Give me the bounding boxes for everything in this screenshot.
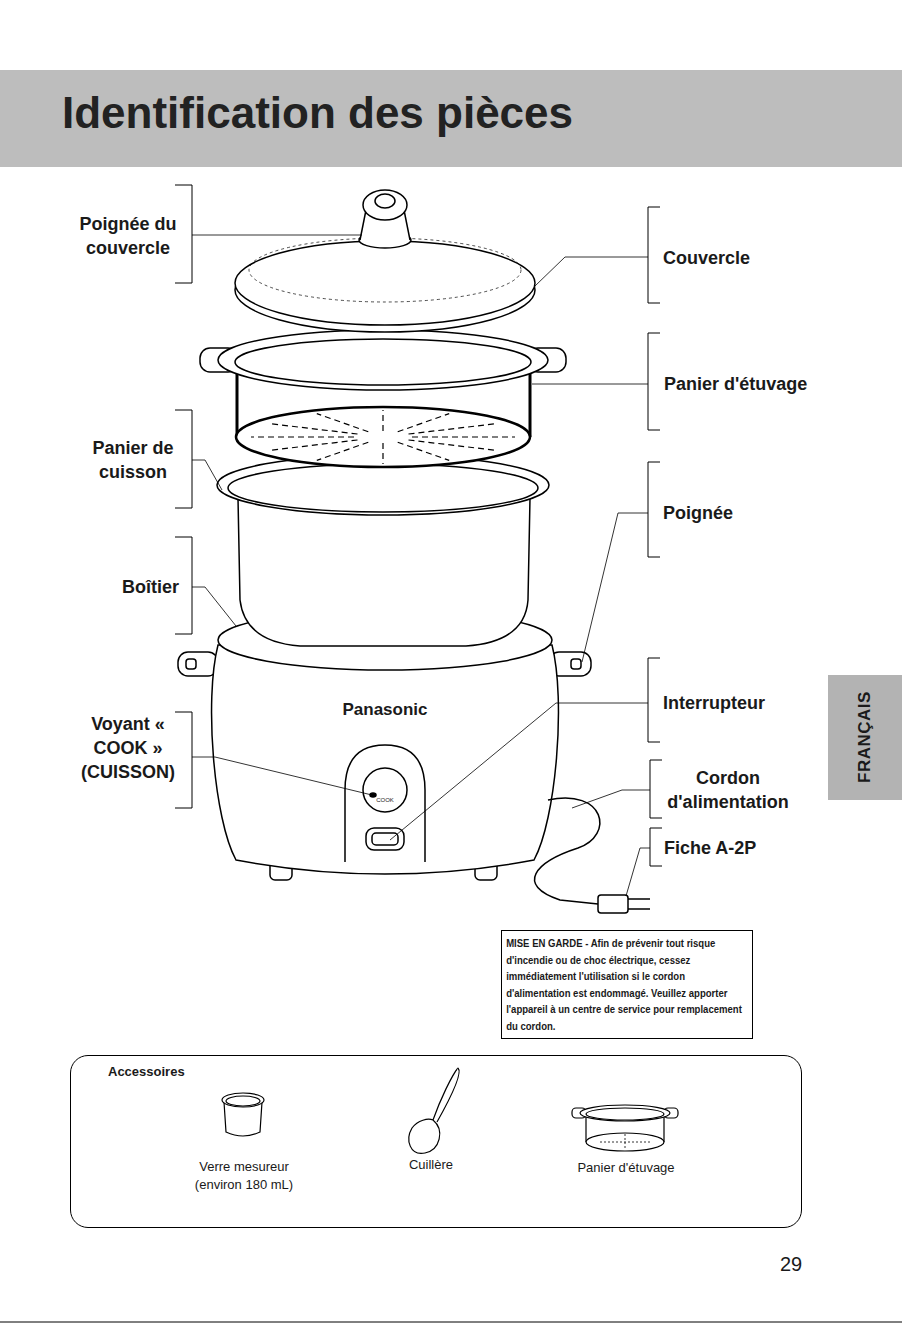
inner-pot xyxy=(217,455,549,646)
art-path xyxy=(535,798,600,904)
art-ellipse xyxy=(363,190,407,220)
art-path xyxy=(390,703,648,840)
art-line xyxy=(317,414,369,432)
art-rect xyxy=(186,659,196,669)
art-ellipse xyxy=(375,194,395,208)
art-ellipse xyxy=(235,339,531,385)
box-text: FRANÇAIS xyxy=(828,675,902,800)
art-ellipse xyxy=(226,1096,260,1106)
art-path xyxy=(175,185,192,283)
art-path xyxy=(175,410,192,508)
art-path xyxy=(409,1068,458,1153)
art-path xyxy=(648,658,660,742)
language-tab: FRANÇAIS xyxy=(828,675,902,800)
art-ellipse xyxy=(236,407,530,467)
art-path xyxy=(648,462,660,557)
art-ellipse xyxy=(235,241,535,325)
art-ellipse xyxy=(586,1133,664,1151)
art-rect xyxy=(366,828,404,850)
part-label: Boîtier xyxy=(60,575,179,599)
art-path xyxy=(535,257,648,286)
steam-basket xyxy=(200,330,566,467)
part-label: Panier d'étuvage xyxy=(664,372,807,396)
part-label: Couvercle xyxy=(663,246,750,270)
art-line xyxy=(398,414,450,432)
art-ellipse xyxy=(580,1105,670,1121)
art-ellipse xyxy=(218,330,548,390)
art-ellipse xyxy=(586,1108,664,1120)
art-path xyxy=(192,587,236,626)
part-label: Cordon d'alimentation xyxy=(652,766,804,814)
art-rect xyxy=(598,895,628,913)
art-path xyxy=(532,384,648,385)
cooker-body xyxy=(178,610,591,880)
art-path xyxy=(600,1134,650,1150)
art-line xyxy=(317,442,369,460)
art-path xyxy=(212,645,559,874)
box-text: Cuillère xyxy=(391,1157,471,1172)
leader-lines xyxy=(192,235,650,896)
box-text: Panier d'étuvage xyxy=(551,1160,701,1175)
art-path xyxy=(192,460,222,490)
art-path xyxy=(238,498,530,646)
art-path xyxy=(572,790,650,808)
page-rule xyxy=(0,1322,902,1323)
art-circle xyxy=(363,768,407,812)
part-label: Interrupteur xyxy=(663,691,765,715)
art-line xyxy=(398,442,450,460)
art-path xyxy=(648,333,660,430)
art-line xyxy=(382,443,383,464)
art-line xyxy=(412,436,515,437)
art-path xyxy=(345,745,425,862)
art-rect xyxy=(178,652,218,676)
art-line xyxy=(251,436,354,437)
box-text: MISE EN GARDE - Afin de prévenir tout ri… xyxy=(502,931,749,1038)
part-label: Voyant « COOK » (CUISSON) xyxy=(68,712,188,784)
art-rect xyxy=(571,659,581,669)
art-path xyxy=(192,757,376,796)
part-label: Poignée xyxy=(663,501,733,525)
brand-name: Panasonic xyxy=(300,699,470,721)
page-number: 29 xyxy=(780,1251,802,1277)
art-rect xyxy=(372,833,398,845)
art-path xyxy=(582,513,648,662)
art-line xyxy=(268,440,357,451)
box-text: Verre mesureur (environ 180 mL) xyxy=(181,1158,307,1194)
box-heading: Accessoires xyxy=(108,1064,185,1079)
art-path xyxy=(175,712,192,808)
caution-box: MISE EN GARDE - Afin de prévenir tout ri… xyxy=(501,930,753,1039)
art-g xyxy=(251,410,515,464)
page-title: Identification des pièces xyxy=(62,88,573,138)
art-line xyxy=(268,424,357,435)
art-path xyxy=(650,760,662,818)
part-label: Poignée du couvercle xyxy=(68,212,188,260)
art-path xyxy=(628,899,650,909)
part-label: Panier de cuisson xyxy=(80,436,186,484)
part-label: Fiche A-2P xyxy=(664,836,756,860)
art-path xyxy=(437,1068,459,1122)
indicator-text: COOK xyxy=(365,797,405,804)
art-line xyxy=(382,410,383,431)
art-ellipse xyxy=(228,464,538,512)
art-path xyxy=(648,207,660,303)
art-ellipse xyxy=(222,1093,264,1107)
art-path xyxy=(626,848,650,896)
art-path xyxy=(650,828,662,866)
art-path xyxy=(192,235,362,236)
power-cord xyxy=(535,798,650,913)
art-line xyxy=(409,440,498,451)
art-line xyxy=(409,424,498,435)
accessories-box: AccessoiresVerre mesureur (environ 180 m… xyxy=(70,1055,802,1228)
lid xyxy=(235,190,535,332)
accessory-icons xyxy=(222,1068,678,1153)
